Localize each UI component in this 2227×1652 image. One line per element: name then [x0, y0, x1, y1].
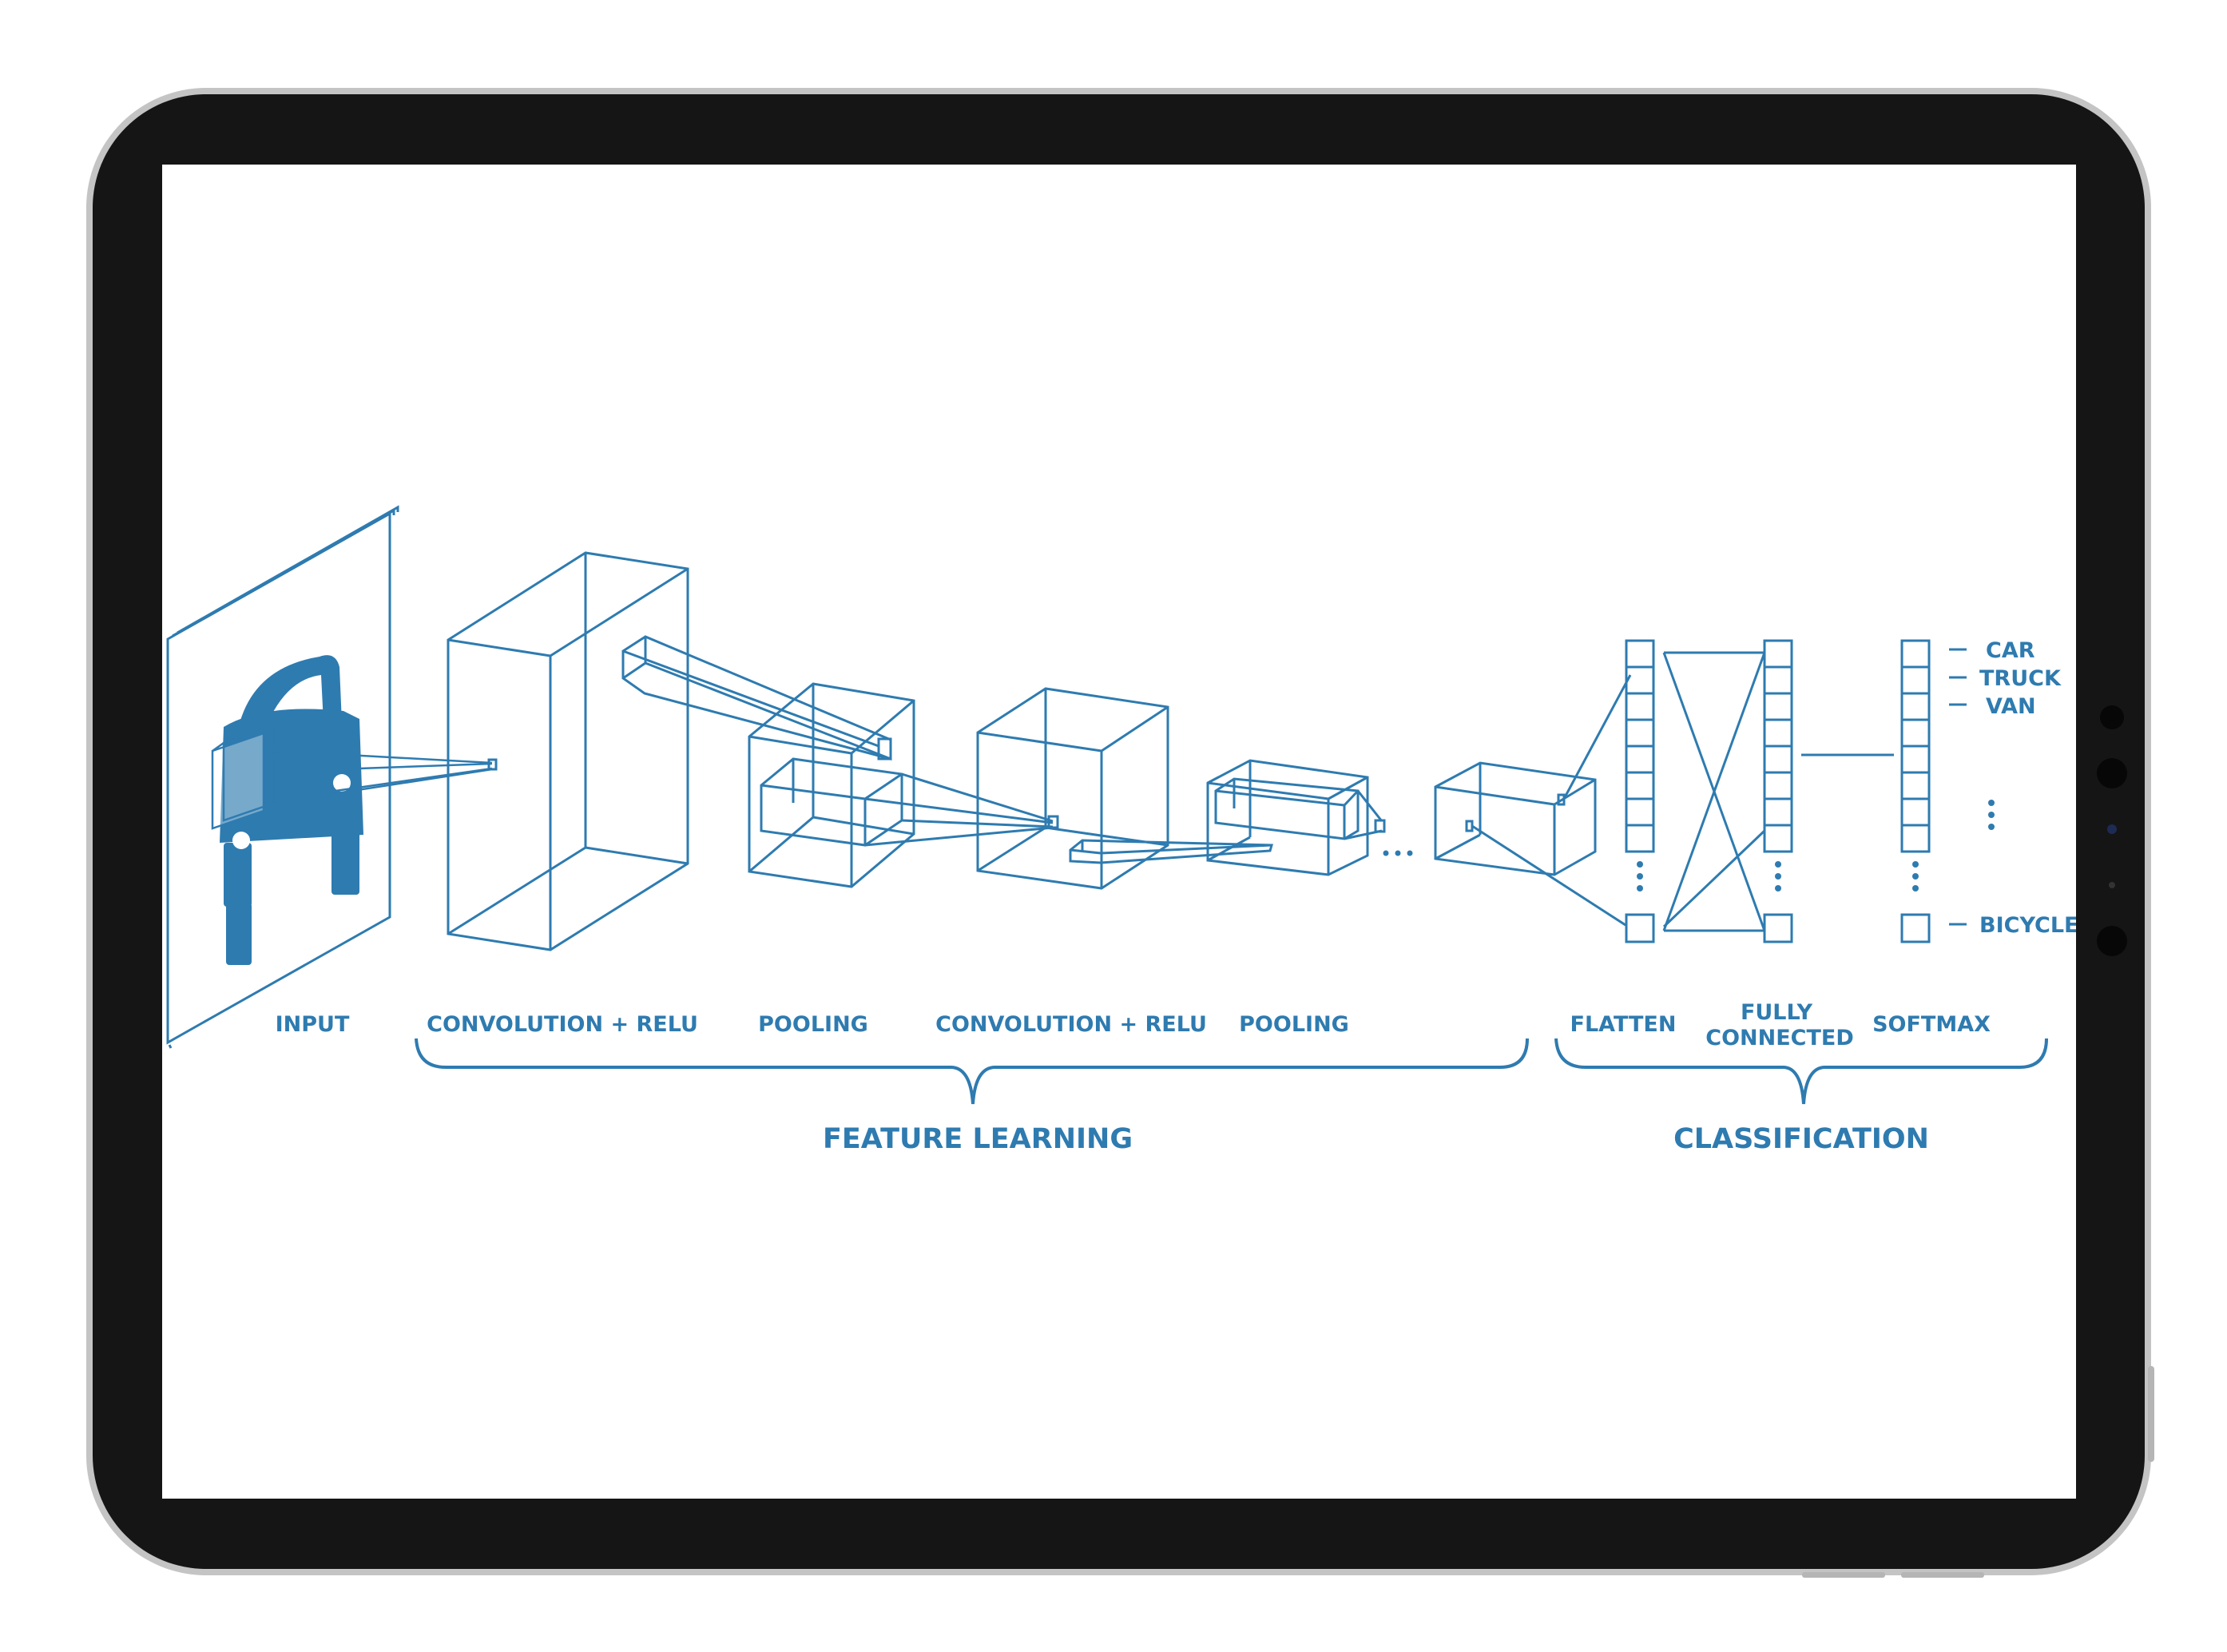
- flatten-column: [1625, 639, 1655, 943]
- device-screen: [162, 165, 2076, 1499]
- label-classification: CLASSIFICATION: [1673, 1123, 1929, 1155]
- label-feature-learning: FEATURE LEARNING: [823, 1123, 1133, 1155]
- label-conv2: CONVOLUTION + RELU: [935, 1012, 1207, 1037]
- conv1-volume: [447, 551, 892, 951]
- softmax-column: [1900, 639, 1967, 943]
- label-input: INPUT: [276, 1012, 350, 1037]
- top-button-2[interactable]: [1901, 1572, 1984, 1578]
- final-feature-map: [1434, 674, 1632, 927]
- pool2-volume: [1206, 759, 1386, 876]
- label-conv1: CONVOLUTION + RELU: [427, 1012, 698, 1037]
- feature-learning-brace: [415, 1038, 1529, 1105]
- label-flatten: FLATTEN: [1570, 1012, 1677, 1037]
- classification-brace: [1554, 1038, 2048, 1105]
- conv2-volume: [976, 687, 1273, 890]
- label-softmax: SOFTMAX: [1872, 1012, 1991, 1037]
- label-connected: CONNECTED: [1705, 1026, 1854, 1050]
- label-fully: FULLY: [1741, 1000, 1813, 1025]
- top-button-1[interactable]: [1802, 1572, 1885, 1578]
- label-pool2: POOLING: [1239, 1012, 1349, 1037]
- volume-button[interactable]: [2148, 1366, 2154, 1462]
- class-truck: TRUCK: [1979, 666, 2062, 691]
- class-car: CAR: [1986, 638, 2035, 663]
- fully-connected-links: [1662, 651, 1766, 932]
- camera-icon: [2097, 705, 2127, 956]
- class-van: VAN: [1986, 694, 2036, 719]
- label-pool1: POOLING: [758, 1012, 868, 1037]
- input-image: [166, 505, 498, 1049]
- fully-connected-column: [1763, 639, 1894, 943]
- class-bicycle: BICYCLE: [1979, 913, 2079, 938]
